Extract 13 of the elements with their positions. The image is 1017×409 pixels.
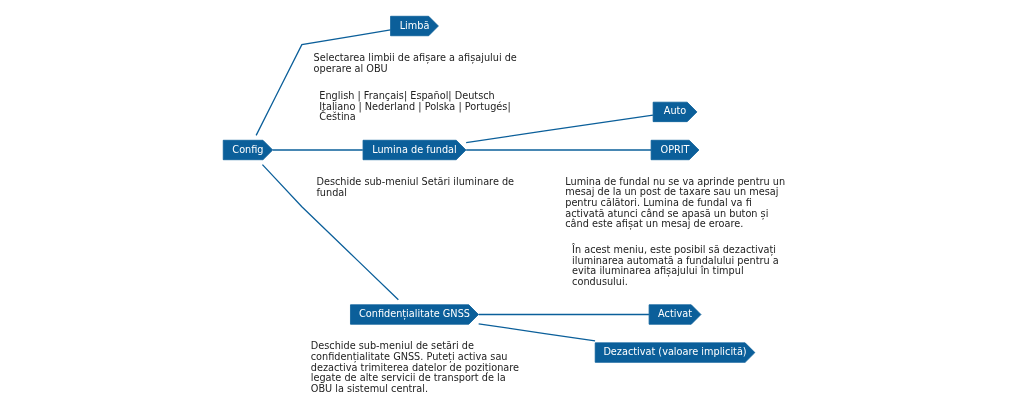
connector — [478, 323, 596, 342]
connector — [478, 313, 650, 316]
connector — [465, 149, 652, 151]
node-label: English | Français| Español| Deutsch Italiano | Nederland | Polska | Portugés| Čeština — [319, 90, 511, 123]
connector — [272, 149, 364, 151]
node-label: Lumina de fundal nu se va aprinde pentru un mesaj de la un post de taxare sau un mesaj pentru călători. Lumina de fundal va fi activată atunci când se apasă un buton și când este afișat un mesaj de eroare. — [565, 175, 786, 230]
node-label: Deschide sub-meniul de setări de confidențialitate GNSS. Puteți activa sau dezactiva trimiterea datelor de poziționare legate de alte servicii de transport de la OBU la sistemul central. — [310, 340, 520, 394]
node-label: Deschide sub-meniul Setări iluminare de fundal — [316, 176, 515, 198]
connector — [465, 114, 654, 144]
connector — [255, 29, 392, 136]
node-label: Selectarea limbii de afișare a afișajului de operare al OBU — [313, 52, 517, 74]
connector — [261, 163, 399, 301]
node-label: În acest meniu, este posibil să dezactivați iluminarea automată a fundalului pentru a evita iluminarea afișajului în timpul condusului. — [572, 244, 779, 288]
